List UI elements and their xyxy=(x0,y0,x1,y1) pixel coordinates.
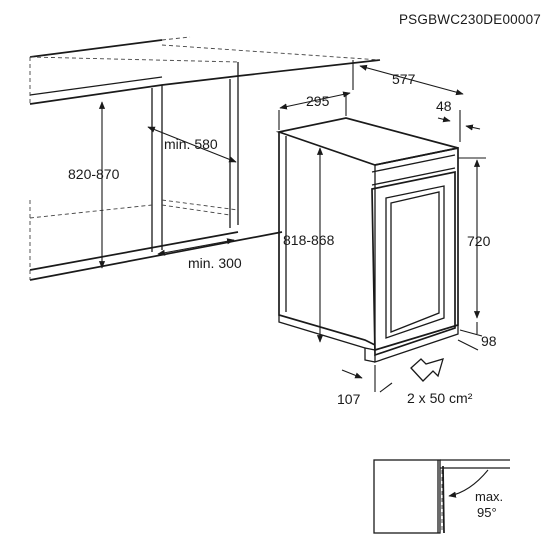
ventilation-label: 2 x 50 cm² xyxy=(407,390,473,406)
niche-depth-dimension xyxy=(147,126,237,163)
door-swing-detail xyxy=(373,459,510,534)
niche-height-label: 820-870 xyxy=(68,166,120,182)
ventilation-arrow-icon xyxy=(410,358,444,382)
door-angle-value: 95° xyxy=(477,505,497,520)
niche-depth-label: min. 580 xyxy=(164,136,218,152)
appliance-height-label: 818-868 xyxy=(283,232,335,248)
door-offset-dimension xyxy=(437,110,481,142)
appliance-width-dimension xyxy=(278,91,351,130)
door-height-dimension xyxy=(458,157,486,319)
door-offset-label: 48 xyxy=(436,98,452,114)
wine-cooler-appliance xyxy=(275,117,459,363)
plinth-depth-dimension xyxy=(341,365,393,393)
appliance-depth-label: 577 xyxy=(392,71,416,87)
appliance-depth-dimension xyxy=(352,60,464,96)
niche-width-label: min. 300 xyxy=(188,255,242,271)
plinth-height-dimension xyxy=(457,322,483,351)
appliance-width-label: 295 xyxy=(306,93,330,109)
plinth-depth-label: 107 xyxy=(337,391,361,407)
plinth-height-label: 98 xyxy=(481,333,497,349)
niche-width-dimension xyxy=(157,238,235,256)
door-height-label: 720 xyxy=(467,233,491,249)
reference-code: PSGBWC230DE00007 xyxy=(399,12,541,27)
door-angle-max: max. xyxy=(475,489,503,504)
kitchen-niche xyxy=(29,36,381,281)
